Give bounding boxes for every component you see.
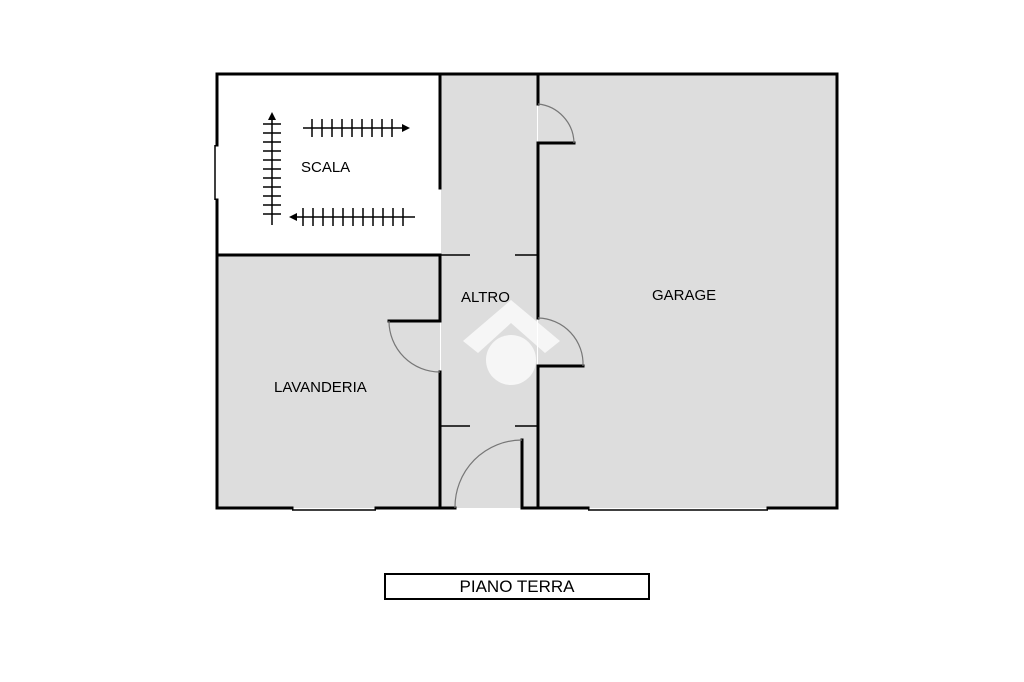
stair-arrow-up-icon xyxy=(268,112,276,120)
room-fills xyxy=(218,75,836,508)
room-label-lavanderia: LAVANDERIA xyxy=(274,379,367,396)
lavanderia-area xyxy=(218,256,440,508)
watermark-logo xyxy=(463,300,560,385)
watermark-roof-icon xyxy=(463,300,560,353)
stair-bottom-treads xyxy=(302,208,404,226)
door-garage-top xyxy=(537,103,575,144)
door-entrance xyxy=(454,439,523,509)
stair-arrow-right-icon xyxy=(402,124,410,132)
door-garage-mid xyxy=(537,317,584,367)
altro-area xyxy=(441,75,537,508)
stair-arrow-left-icon xyxy=(289,213,297,221)
stair-top-treads xyxy=(311,119,393,137)
level-caption: PIANO TERRA xyxy=(384,573,650,600)
walls xyxy=(215,72,839,510)
watermark-circle-icon xyxy=(486,335,536,385)
room-labels: SCALA ALTRO GARAGE LAVANDERIA xyxy=(274,159,716,396)
stair-vertical-treads xyxy=(263,123,281,215)
partition-marks xyxy=(214,145,768,511)
doors xyxy=(388,103,584,509)
room-label-scala: SCALA xyxy=(301,159,350,176)
stair-symbol xyxy=(263,112,415,226)
room-label-garage: GARAGE xyxy=(652,287,716,304)
door-lavanderia xyxy=(388,320,441,373)
room-label-altro: ALTRO xyxy=(461,289,510,306)
garage-area xyxy=(538,75,836,508)
